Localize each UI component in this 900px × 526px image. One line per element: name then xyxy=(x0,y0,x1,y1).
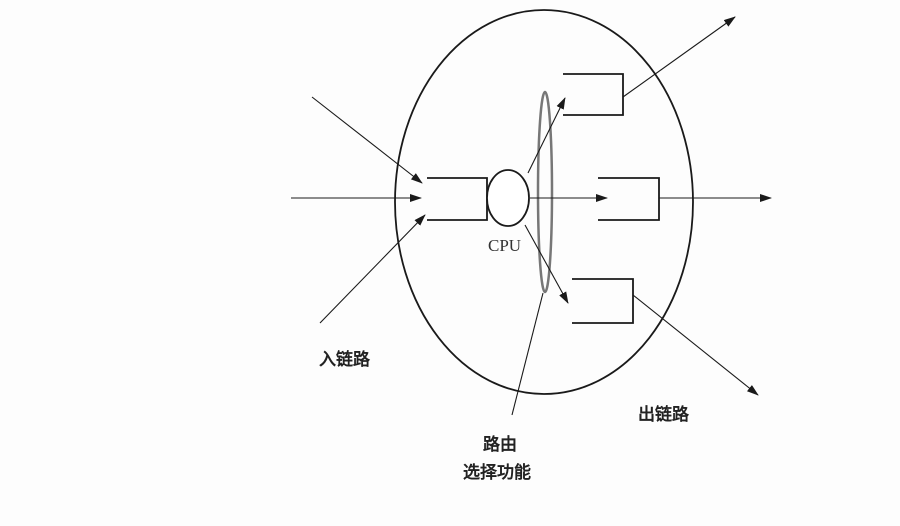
cpu-label: CPU xyxy=(488,236,522,255)
routing-pointer-line xyxy=(511,292,544,416)
input-link-arrow-1 xyxy=(311,96,423,184)
output-queue-1 xyxy=(563,73,624,116)
output-queue-2 xyxy=(598,177,660,221)
input-links-label: 入链路 xyxy=(319,350,370,370)
input-queue xyxy=(427,177,488,221)
routing-label-line1: 路由 xyxy=(483,435,517,455)
cpu-circle xyxy=(486,169,530,227)
input-link-arrow-3 xyxy=(319,214,426,324)
routing-function-ring xyxy=(536,90,554,294)
router-boundary xyxy=(394,9,694,395)
routing-label-line2: 选择功能 xyxy=(463,463,531,483)
output-link-arrow-1 xyxy=(622,16,736,98)
cpu-to-queue-3-arrow xyxy=(524,224,569,304)
output-links-label: 出链路 xyxy=(638,405,689,425)
output-link-arrow-3 xyxy=(632,294,759,396)
cpu-to-queue-1-arrow xyxy=(527,97,566,174)
output-queue-3 xyxy=(572,278,634,324)
